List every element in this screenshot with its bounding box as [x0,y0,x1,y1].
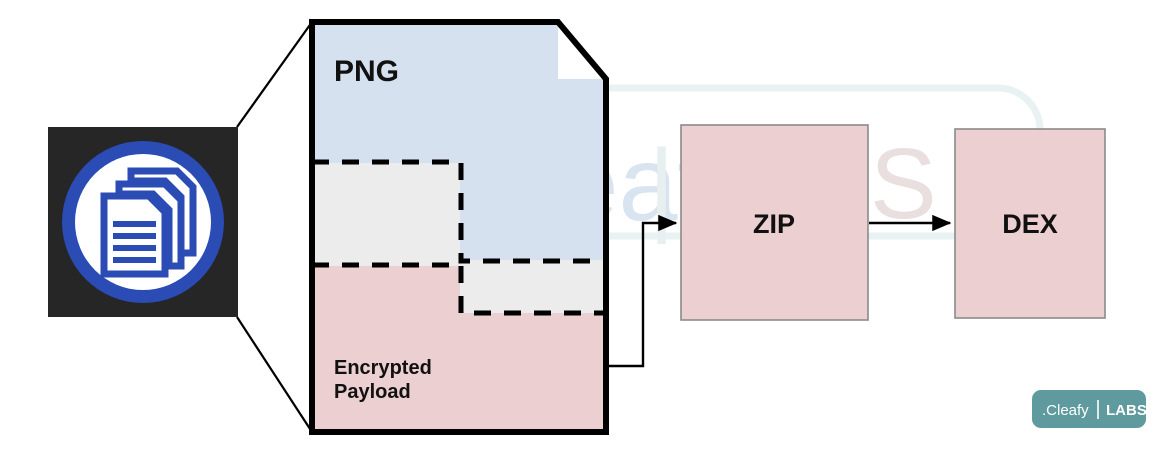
dex-node-label: DEX [1002,209,1058,239]
png-label: PNG [334,55,399,88]
badge-brand-text: .Cleafy [1042,402,1089,419]
zip-node-box[interactable] [680,124,869,321]
leader-line-top [236,21,313,128]
badge-suffix-text: LABS [1106,402,1147,419]
connector-png-to-zip [604,214,678,368]
leader-line-bottom [236,316,313,433]
png-dashed-boundary-upper [312,159,606,264]
png-band-image-data [312,22,606,260]
zip-node[interactable]: ZIP [680,124,869,321]
png-file-outline [309,19,609,435]
documents-stack-icon [48,127,238,317]
cleafy-labs-badge: .Cleafy LABS [1032,390,1147,428]
badge-background [1032,390,1146,428]
dex-node[interactable]: DEX [954,128,1106,319]
payload-label-line-2: Payload [334,381,411,403]
png-dashed-boundary-lower [312,262,606,316]
png-band-payload [312,266,606,432]
png-band-neutral-step [460,260,606,313]
png-band-neutral-fill [312,163,460,267]
payload-label-line-1: Encrypted [334,357,432,379]
dex-node-box[interactable] [954,128,1106,319]
zip-node-label: ZIP [753,209,795,239]
